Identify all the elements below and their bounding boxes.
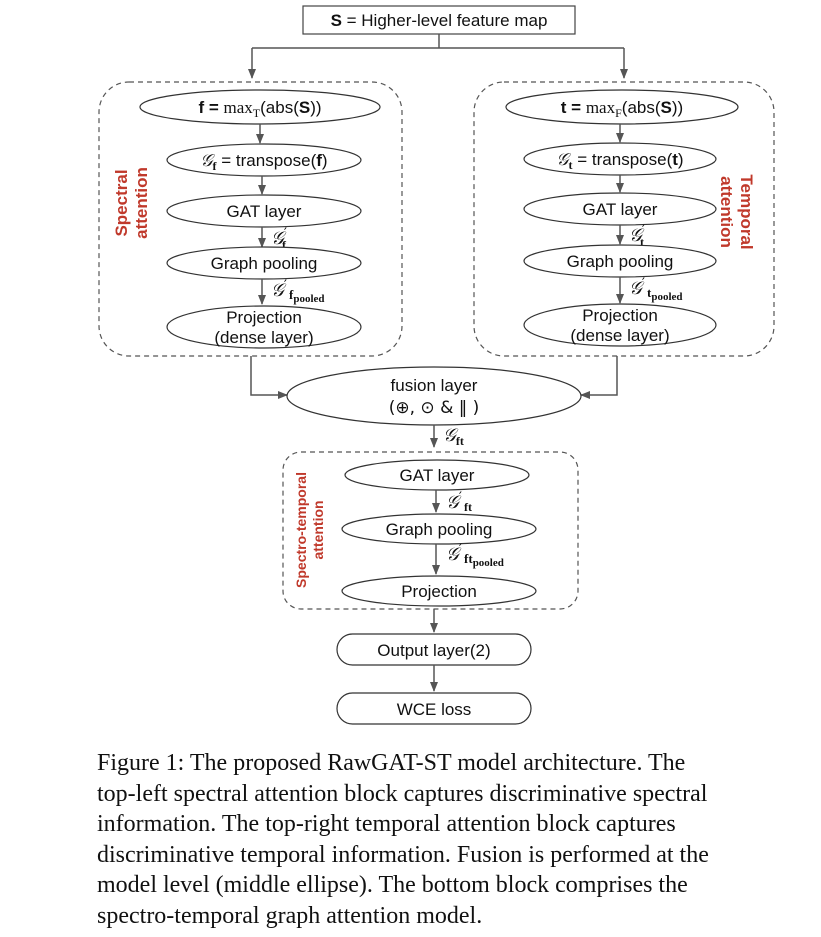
st-projection-label: Projection	[401, 582, 477, 601]
spectral-gat-node	[166, 194, 362, 228]
wce-loss-node	[336, 692, 532, 725]
temporal-projection-node	[523, 303, 717, 347]
temporal-transpose-label: 𝒢t = transpose(t)	[556, 150, 683, 172]
st-projection-node	[341, 575, 537, 607]
wce-loss-label: WCE loss	[397, 700, 472, 719]
figure-caption: Figure 1: The proposed RawGAT-ST model a…	[97, 748, 777, 931]
st-pooling-label: Graph pooling	[386, 520, 493, 539]
spectro-temporal-attention-block	[282, 451, 579, 610]
spectral-transpose-label: 𝒢f = transpose(f)	[200, 151, 327, 173]
temporal-projection-label: Projection(dense layer)	[570, 306, 669, 345]
temporal-attention-block	[473, 81, 775, 357]
temporal-max-label: t = maxF(abs(S))	[561, 98, 683, 120]
spectral-block-label: Spectralattention	[112, 167, 151, 239]
input-split-connectors	[248, 34, 628, 79]
output-layer-label: Output layer(2)	[377, 641, 490, 660]
caption-line-4: discriminative temporal information. Fus…	[97, 841, 709, 868]
spectral-gat-label: GAT layer	[227, 202, 302, 221]
st-gat-node	[344, 459, 530, 491]
temporal-max-node	[505, 89, 739, 125]
spectral-pooling-label: Graph pooling	[211, 254, 318, 273]
st-edge-label-2: 𝒢′ftpooled	[446, 542, 504, 569]
spectral-projection-node	[166, 305, 362, 349]
st-pooling-node	[341, 513, 537, 545]
spectral-max-label: f = maxT(abs(S))	[198, 98, 321, 120]
caption-line-5: model level (middle ellipse). The bottom…	[97, 872, 688, 898]
temporal-block-label: Temporalattention	[717, 174, 756, 249]
fusion-layer-label: fusion layer(⊕, ⊙ & ‖ )	[389, 376, 480, 418]
input-feature-map-box	[302, 5, 576, 35]
architecture-diagram: S = Higher-level feature map Spectralatt…	[98, 5, 775, 725]
temporal-edge-label-1: 𝒢′t	[629, 223, 645, 249]
st-edge-label-1: 𝒢′ft	[446, 490, 472, 514]
fusion-edge-label: 𝒢ft	[443, 425, 464, 448]
spectral-edge-label-1: 𝒢′f	[271, 226, 287, 252]
caption-line-2: top-left spectral attention block captur…	[97, 780, 708, 807]
caption-line-1: Figure 1: The proposed RawGAT-ST model a…	[97, 750, 686, 776]
spectral-attention-block	[98, 81, 403, 357]
temporal-pooling-label: Graph pooling	[567, 252, 674, 271]
spectral-edge-label-2: 𝒢′fpooled	[271, 278, 325, 305]
st-gat-label: GAT layer	[400, 466, 475, 485]
spectral-projection-label: Projection(dense layer)	[214, 308, 313, 347]
spectral-pooling-node	[166, 246, 362, 280]
input-feature-map-label: S = Higher-level feature map	[331, 11, 548, 30]
spectro-temporal-block-label: Spectro-temporalattention	[293, 472, 326, 588]
temporal-gat-label: GAT layer	[583, 200, 658, 219]
caption-line-3: information. The top-right temporal atte…	[97, 811, 676, 837]
spectral-transpose-node	[166, 143, 362, 177]
temporal-edge-label-2: 𝒢′tpooled	[629, 276, 683, 303]
fusion-merge-connectors	[250, 356, 618, 399]
caption-line-6: spectro-temporal graph attention model.	[97, 902, 483, 929]
